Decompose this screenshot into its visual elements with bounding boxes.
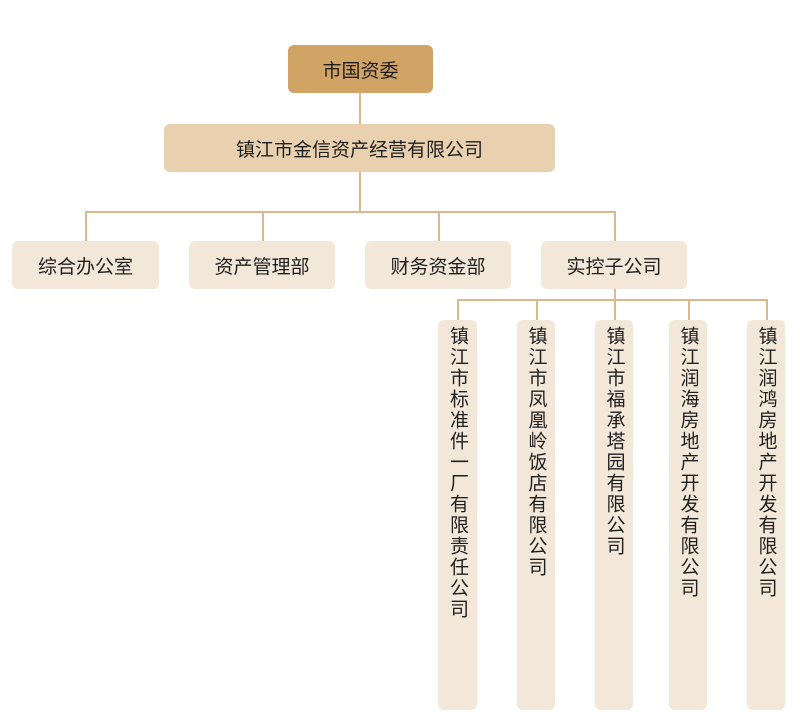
company-node: 镇江市金信资产经营有限公司 (164, 124, 555, 172)
connector-sub-5 (766, 299, 768, 320)
dept-node-label: 财务资金部 (390, 255, 486, 278)
subsidiary-node-runhong-real-estate: 镇江润鸿房地产开发有限公司 (747, 320, 785, 710)
subsidiary-node-label: 镇江市福承塔园有限公司 (603, 326, 626, 557)
dept-node-asset-management: 资产管理部 (189, 241, 335, 289)
subsidiary-node-label: 镇江市标准件一厂有限责任公司 (447, 326, 469, 620)
connector-sub-4 (688, 299, 690, 320)
dept-node-general-office: 综合办公室 (12, 241, 159, 289)
subsidiary-node-label: 镇江润鸿房地产开发有限公司 (755, 326, 778, 599)
connector-dept-1 (85, 211, 87, 241)
dept-node-label: 实控子公司 (566, 255, 662, 278)
connector-dept-4 (614, 211, 616, 241)
subsidiary-node-fenghuangling-hotel: 镇江市凤凰岭饭店有限公司 (517, 320, 555, 710)
dept-node-subsidiaries: 实控子公司 (541, 241, 687, 289)
dept-node-label: 综合办公室 (37, 255, 133, 278)
connector-subsidiaries-down (614, 289, 616, 299)
connector-sub-2 (536, 299, 538, 320)
connector-subsidiaries-horizontal (457, 299, 767, 301)
subsidiary-node-standard-parts: 镇江市标准件一厂有限责任公司 (438, 320, 477, 710)
subsidiary-node-runhai-real-estate: 镇江润海房地产开发有限公司 (669, 320, 707, 710)
subsidiary-node-label: 镇江市凤凰岭饭店有限公司 (525, 326, 548, 578)
connector-dept-2 (262, 211, 264, 241)
dept-node-label: 资产管理部 (214, 255, 310, 278)
root-node-sasac: 市国资委 (288, 45, 433, 93)
connector-root-company (359, 93, 361, 124)
company-node-label: 镇江市金信资产经营有限公司 (235, 138, 483, 161)
subsidiary-node-fuchengta-garden: 镇江市福承塔园有限公司 (595, 320, 633, 710)
connector-sub-3 (614, 299, 616, 320)
subsidiary-node-label: 镇江润海房地产开发有限公司 (677, 326, 700, 599)
dept-node-finance: 财务资金部 (365, 241, 511, 289)
connector-dept-3 (438, 211, 440, 241)
connector-departments-horizontal (85, 211, 615, 213)
root-node-label: 市国资委 (322, 59, 399, 82)
connector-company-down (359, 172, 361, 211)
connector-sub-1 (457, 299, 459, 320)
